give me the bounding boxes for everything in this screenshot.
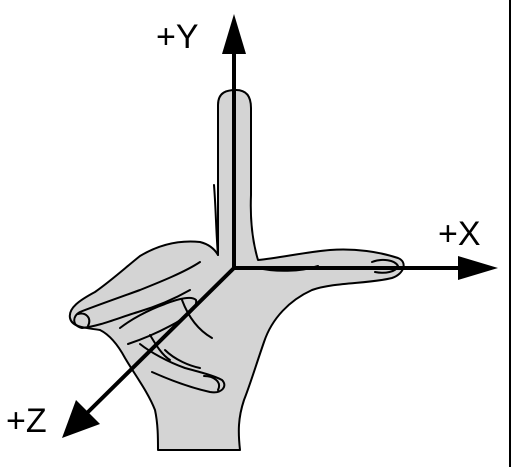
palm-crease-3 <box>149 334 171 361</box>
middle-finger <box>73 261 201 329</box>
pinky-fingernail <box>203 375 220 391</box>
x-axis-label: +X <box>438 215 481 253</box>
z-axis-arrowhead <box>62 400 100 438</box>
ring-finger <box>119 296 198 345</box>
middle-fingernail <box>77 312 91 327</box>
y-axis-arrowhead <box>222 14 246 54</box>
axes <box>62 14 498 438</box>
z-axis-line <box>84 266 236 416</box>
index-finger-crease <box>213 184 219 256</box>
y-axis-label: +Y <box>156 18 199 56</box>
z-axis-label: +Z <box>6 402 47 440</box>
palm-crease-2 <box>181 299 213 339</box>
pinky-finger <box>139 343 226 394</box>
x-axis-arrowhead <box>458 256 498 280</box>
palm-crease-1 <box>164 349 201 369</box>
